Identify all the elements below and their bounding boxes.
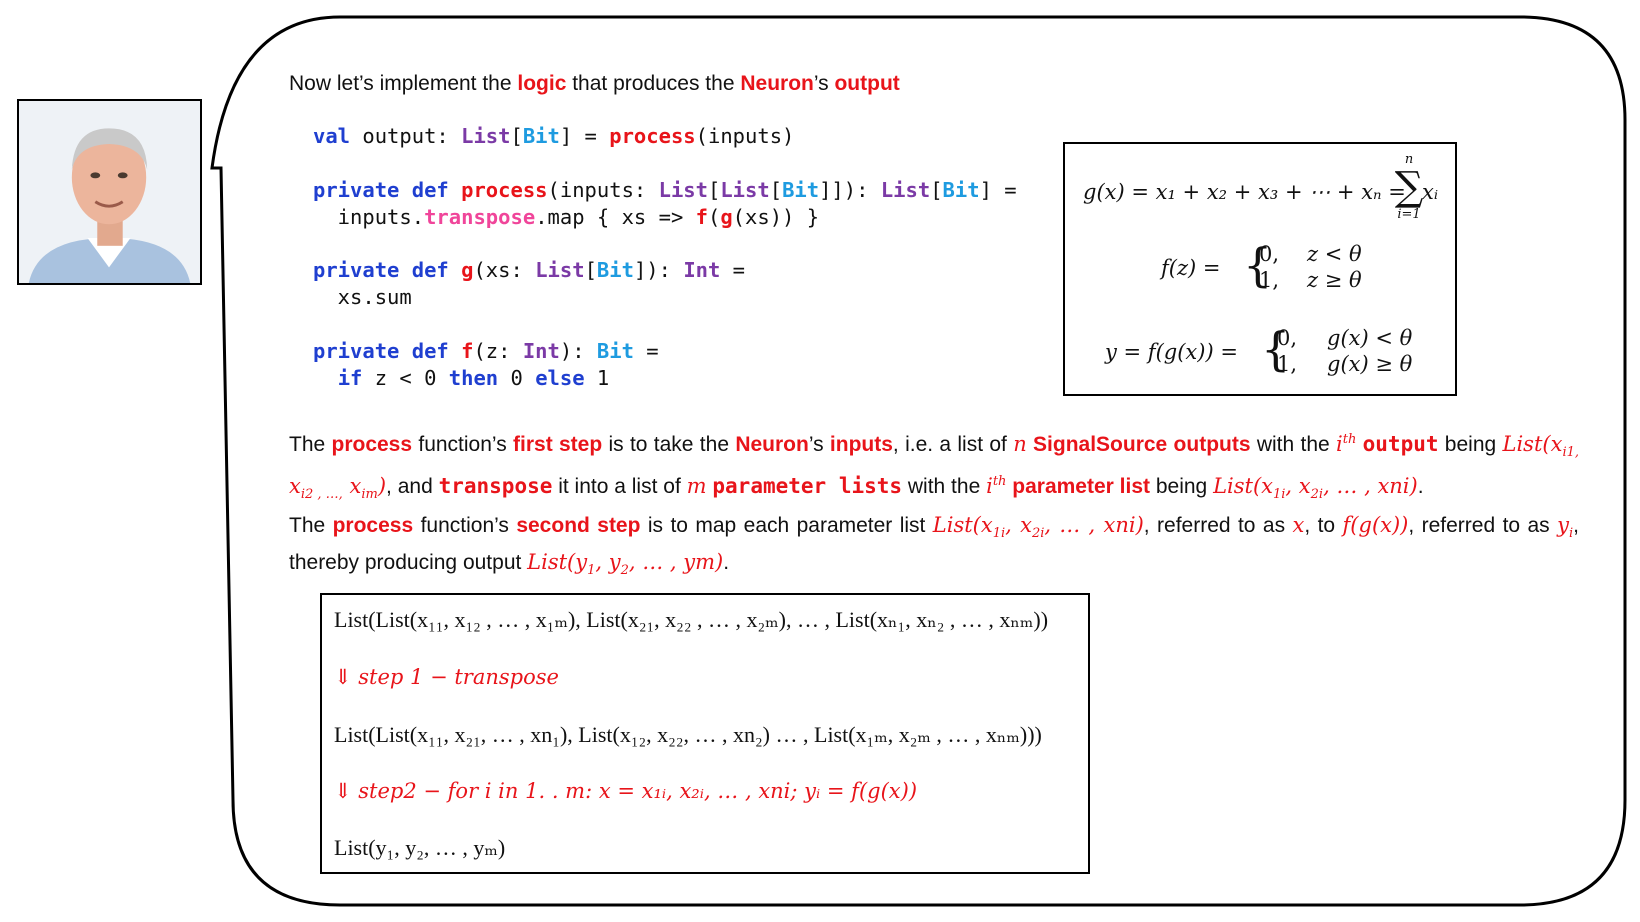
step-transposed-line: List(List(x₁₁, x₂₁, … , xn₁), List(x₁₂, … (334, 722, 1042, 747)
y-case2-value: 1, (1277, 352, 1298, 376)
paragraph-second-step: The process function’s second step is to… (289, 513, 1579, 579)
person-avatar-icon (19, 101, 200, 283)
g-formula: g(x) = x₁ + x₂ + x₃ + ⋯ + xₙ = (1083, 180, 1406, 204)
transformation-steps-box: List(List(x₁₁, x₁₂ , … , x₁ₘ), List(x₂₁,… (320, 593, 1090, 874)
brace-icon: { (1243, 238, 1273, 292)
code-line-5: xs.sum (313, 285, 412, 309)
code-line-6: private def f(z: Int): Bit = (313, 339, 659, 363)
code-line-3: inputs.transpose.map { xs => f(g(xs)) } (313, 205, 820, 229)
code-line-7: if z < 0 then 0 else 1 (337, 366, 610, 390)
step-output-line: List(y₁, y₂, … , yₘ) (334, 835, 506, 860)
y-case1-cond: g(x) < θ (1327, 326, 1413, 350)
f-case1-value: 0, (1259, 242, 1280, 266)
f-case2-value: 1, (1259, 268, 1280, 292)
profile-photo (17, 99, 202, 285)
output-highlight: output (834, 72, 900, 95)
summation: n ∑ i=1 (1394, 152, 1424, 222)
code-line-2: private def process(inputs: List[List[Bi… (313, 178, 1017, 202)
f-formula-lhs: f(z) = (1161, 256, 1221, 280)
step-input-line: List(List(x₁₁, x₁₂ , … , x₁ₘ), List(x₂₁,… (334, 607, 1049, 632)
f-case2-cond: z ≥ θ (1307, 268, 1362, 292)
step2-map-line: ⇓ step2 − for i in 1. . m: x = x₁ᵢ, x₂ᵢ,… (334, 779, 918, 803)
brace-icon: { (1261, 322, 1291, 376)
neuron-highlight: Neuron (740, 72, 814, 95)
y-case1-value: 0, (1277, 326, 1298, 350)
sum-term: xᵢ (1422, 180, 1439, 204)
formula-box: g(x) = x₁ + x₂ + x₃ + ⋯ + xₙ = n ∑ i=1 x… (1063, 142, 1457, 396)
code-line-4: private def g(xs: List[Bit]): Int = (313, 258, 746, 282)
step1-transpose-line: ⇓ step 1 − transpose (334, 665, 559, 689)
f-case1-cond: z < θ (1307, 242, 1362, 266)
paragraph-first-step: The process function’s first step is to … (289, 432, 1579, 503)
y-case2-cond: g(x) ≥ θ (1327, 352, 1413, 376)
code-line-1: val output: List[Bit] = process(inputs) (313, 124, 795, 148)
logic-highlight: logic (517, 72, 567, 95)
intro-text: Now let’s implement the logic that produ… (289, 72, 900, 95)
y-formula-lhs: y = f(g(x)) = (1105, 340, 1238, 364)
